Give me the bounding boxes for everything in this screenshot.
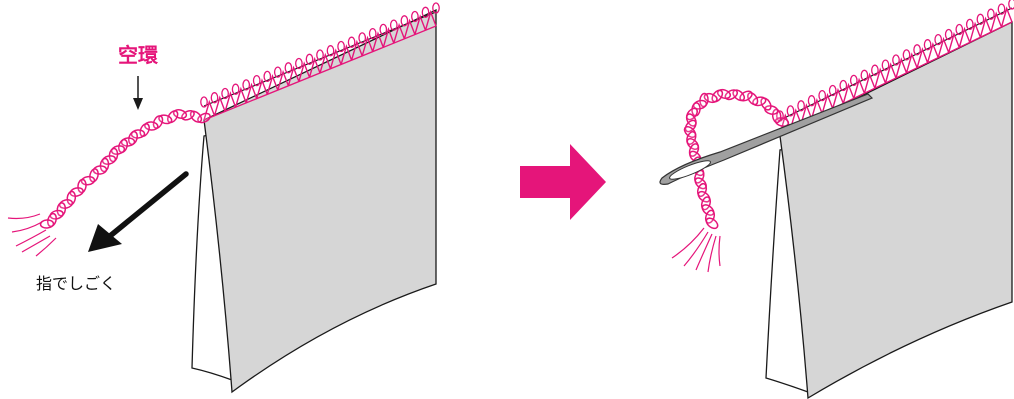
stitch-loop — [295, 57, 303, 70]
chain-loop — [69, 187, 84, 197]
panel-after — [659, 0, 1014, 399]
chain-loop — [683, 125, 697, 139]
stitch-loop — [797, 100, 805, 112]
stitch-loop — [284, 62, 293, 74]
thread-tails — [7, 213, 57, 257]
chain-loop — [700, 196, 712, 211]
chain-loop — [39, 219, 55, 229]
stitch-loop — [997, 3, 1006, 15]
right-arrow-icon — [520, 144, 606, 220]
needle-icon — [659, 93, 874, 185]
stitch-loop — [902, 49, 911, 61]
chain-loop — [694, 177, 707, 190]
chain-loop — [696, 182, 708, 198]
stitch-loop — [839, 79, 848, 92]
stitch-loop — [368, 27, 377, 40]
stitch-loop — [786, 105, 795, 117]
needle-eye — [669, 160, 711, 180]
fabric-front — [203, 8, 437, 394]
stitch-loop — [944, 28, 953, 41]
stitch-loop — [432, 2, 440, 14]
panel-before: 空環 指でしごく — [7, 2, 440, 394]
stitch-loop — [326, 45, 335, 57]
chain-loop — [189, 110, 203, 123]
chain-label: 空環 — [118, 43, 159, 67]
stitch-loop — [871, 64, 879, 76]
chain-loop — [701, 204, 715, 216]
chain-loop — [92, 165, 108, 175]
stitch-loop — [849, 74, 858, 87]
chain-loop — [774, 117, 790, 127]
pull-direction-arrow — [88, 171, 189, 252]
chain-loop — [66, 190, 77, 206]
stitch-loop — [231, 83, 240, 95]
stitch-loop — [389, 19, 398, 31]
stitch-loop — [955, 23, 964, 36]
stitch-loop — [913, 44, 921, 56]
stitch-loop — [1008, 0, 1014, 10]
stitch-loop — [305, 53, 314, 65]
chain-loop — [771, 108, 782, 124]
label-pointer-arrow — [133, 76, 143, 110]
chain-loop — [49, 209, 64, 220]
stitch-loop — [828, 84, 837, 97]
chain-loop — [152, 115, 164, 129]
stitch-loop — [976, 13, 985, 25]
chain-loop — [89, 168, 99, 183]
chain-loop — [58, 199, 74, 209]
stitch-loop — [358, 32, 367, 44]
stitch-loop — [421, 6, 430, 18]
stitch-loop — [221, 87, 229, 100]
stitch-loop — [860, 69, 869, 81]
chain-loop — [732, 89, 746, 102]
stitch-loop — [400, 15, 409, 27]
stitch-loop — [987, 8, 995, 20]
chain-loop — [711, 89, 724, 103]
stitch-loop — [881, 59, 890, 71]
thread-chain — [683, 88, 790, 230]
stitch-loop — [807, 95, 816, 107]
stitch-loop — [242, 79, 251, 91]
chain-loop — [686, 131, 697, 145]
stitch-loop — [347, 36, 356, 48]
thread-chain — [39, 109, 211, 229]
stitch-loop — [934, 33, 943, 46]
stitch-loop — [252, 74, 261, 87]
stitch-loop — [200, 96, 208, 108]
fabric-front — [779, 20, 1013, 399]
overlock-stitch-edge — [200, 2, 440, 121]
chain-loop — [747, 92, 759, 106]
stitch-loop — [273, 66, 282, 78]
stitch-loop — [316, 49, 324, 61]
chain-loop — [77, 178, 87, 194]
chain-loop — [760, 97, 772, 111]
chain-loop — [697, 190, 711, 203]
chain-loop — [139, 123, 150, 137]
chain-loop — [166, 110, 179, 124]
stitch-loop — [337, 40, 345, 53]
thread-tails — [671, 227, 721, 273]
stitch-loop — [965, 18, 974, 31]
chain-loop — [704, 209, 716, 224]
chain-loop — [80, 175, 96, 186]
stitch-loop — [818, 89, 827, 102]
stitch-loop — [210, 92, 219, 104]
stitch-loop — [923, 39, 932, 51]
overlock-stitch-edge — [776, 0, 1014, 135]
stitch-loop — [892, 54, 900, 66]
chain-loop — [705, 217, 719, 230]
stitch-loop — [411, 10, 419, 23]
chain-loop — [686, 137, 699, 151]
chain-loop — [716, 88, 732, 100]
stitch-loop — [263, 70, 272, 83]
instruction-label: 指でしごく — [36, 274, 116, 293]
stitch-loop — [379, 23, 388, 36]
